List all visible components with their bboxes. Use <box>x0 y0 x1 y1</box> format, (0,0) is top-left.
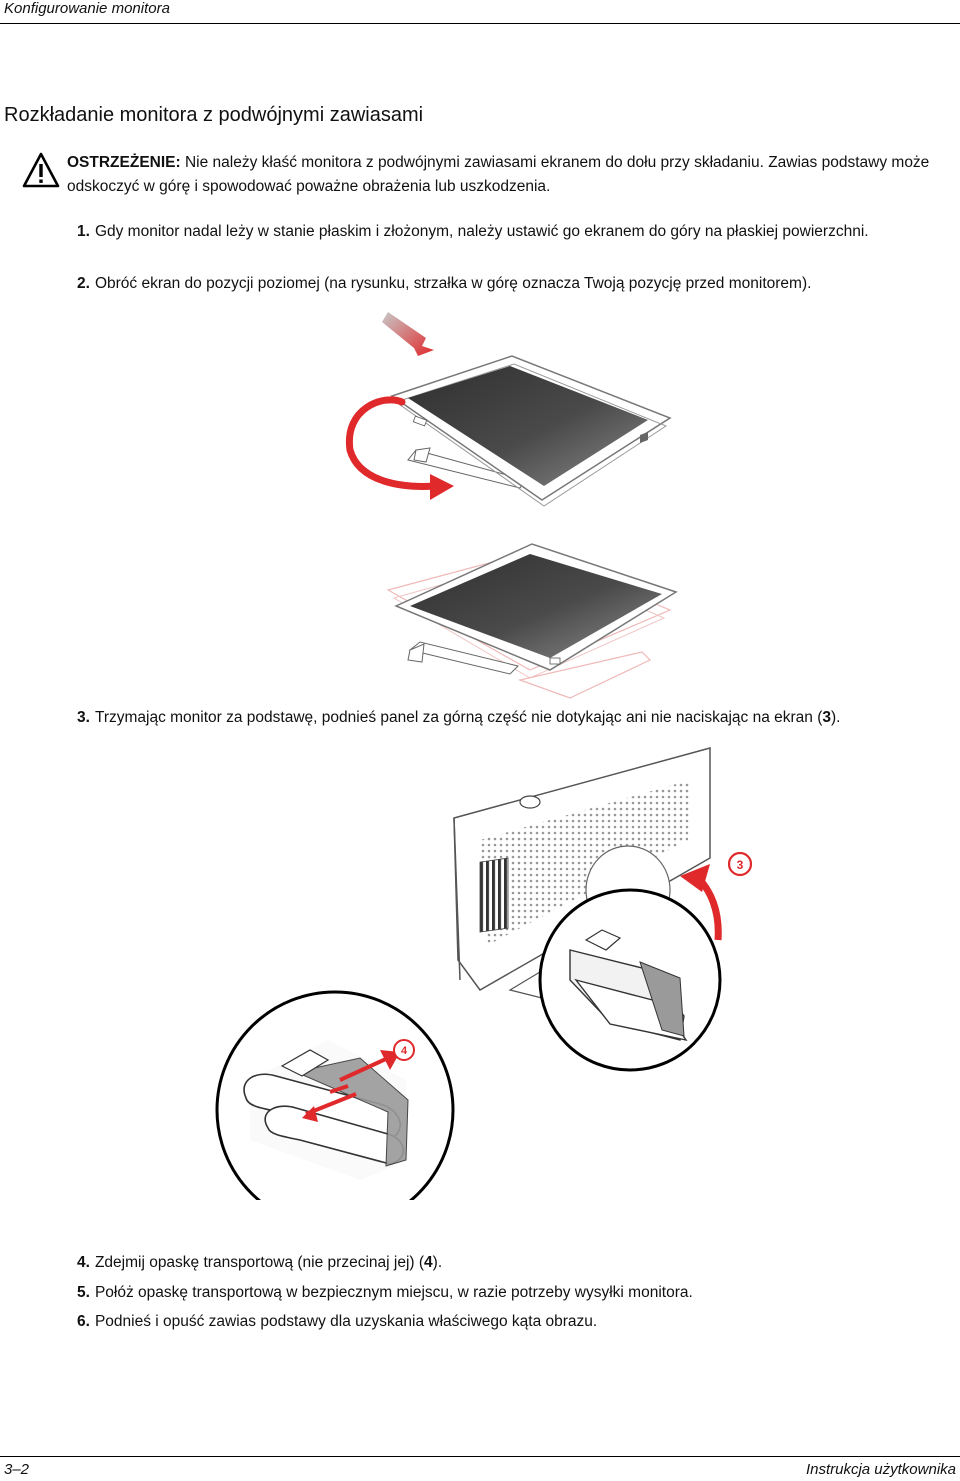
step-4: 4.Zdejmij opaskę transportową (nie przec… <box>77 1251 937 1275</box>
step-6: 6.Podnieś i opuść zawias podstawy dla uz… <box>77 1310 937 1334</box>
step-text: Połóż opaskę transportową w bezpiecznym … <box>94 1284 693 1301</box>
warning-text: Nie należy kłaść monitora z podwójnymi z… <box>67 154 930 195</box>
step-number: 5. <box>77 1284 90 1301</box>
rotate-monitor-illustration <box>345 312 672 507</box>
remove-strap-illustration: 3 4 <box>215 747 753 1200</box>
step-3: 3.Trzymając monitor za podstawę, podnieś… <box>77 706 937 730</box>
warning-paragraph: OSTRZEŻENIE: Nie należy kłaść monitora z… <box>67 151 947 199</box>
header-rule <box>0 23 960 24</box>
running-header: Konfigurowanie monitora <box>4 0 170 17</box>
step-number: 3. <box>77 709 90 726</box>
callout-3 <box>727 851 753 877</box>
monitor-screen <box>410 554 662 658</box>
document-title: Instrukcja użytkownika <box>805 1461 956 1478</box>
step-number: 6. <box>77 1313 90 1330</box>
step-text: Podnieś i opuść zawias podstawy dla uzys… <box>94 1313 598 1330</box>
step-number: 1. <box>77 223 90 240</box>
rotation-arrow-icon <box>345 396 406 454</box>
warning-triangle-icon <box>22 152 60 188</box>
step-text: Gdy monitor nadal leży w stanie płaskim … <box>94 223 869 240</box>
warning-label: OSTRZEŻENIE: <box>67 154 181 171</box>
monitor-screen <box>408 366 648 486</box>
page-number: 3–2 <box>4 1461 30 1478</box>
step-ref: 3 <box>822 709 832 726</box>
step-number: 2. <box>77 275 90 292</box>
footer-rule <box>0 1456 960 1457</box>
step-text: Zdejmij opaskę transportową (nie przecin… <box>94 1254 425 1271</box>
callout-3-label: 3 <box>737 858 744 872</box>
rotated-monitor-illustration <box>386 543 678 699</box>
direction-arrow-icon <box>382 312 434 356</box>
step-number: 4. <box>77 1254 90 1271</box>
step-text: Obróć ekran do pozycji poziomej (na rysu… <box>94 275 812 292</box>
step-5: 5.Połóż opaskę transportową w bezpieczny… <box>77 1281 937 1305</box>
callout-4 <box>393 1039 415 1061</box>
step-ref: 4 <box>424 1254 433 1271</box>
step-text: Trzymając monitor za podstawę, podnieś p… <box>94 709 823 726</box>
step-2: 2.Obróć ekran do pozycji poziomej (na ry… <box>77 272 937 296</box>
callout-4-label: 4 <box>401 1045 408 1057</box>
section-title: Rozkładanie monitora z podwójnymi zawias… <box>4 104 424 126</box>
step-text-end: ). <box>432 1254 443 1271</box>
strap-arrow-icon <box>339 1056 389 1082</box>
step-text-end: ). <box>831 709 841 726</box>
step-1: 1.Gdy monitor nadal leży w stanie płaski… <box>77 220 937 244</box>
